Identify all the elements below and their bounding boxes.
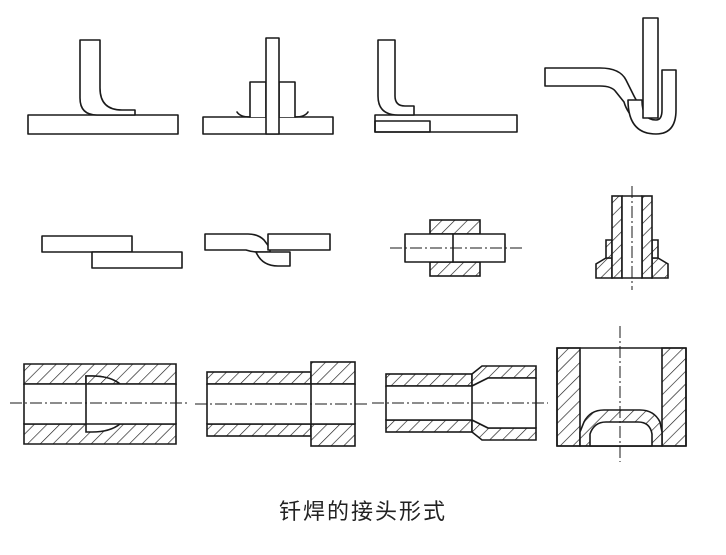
joint-r2-c1 [41, 235, 183, 269]
joint-r1-c2 [202, 37, 334, 135]
joint-r3-c4 [556, 326, 687, 462]
joint-r1-c4 [544, 17, 677, 135]
joint-r3-c3 [372, 365, 548, 441]
joint-r3-c1 [10, 363, 190, 445]
diagram-caption: 钎焊的接头形式 [278, 500, 447, 525]
joint-r2-c3 [390, 219, 522, 277]
joint-r3-c2 [195, 361, 368, 447]
joint-r1-c1 [27, 39, 179, 135]
joint-r2-c2 [204, 233, 331, 267]
joint-r2-c4 [595, 186, 669, 290]
joint-r1-c3 [374, 39, 518, 133]
